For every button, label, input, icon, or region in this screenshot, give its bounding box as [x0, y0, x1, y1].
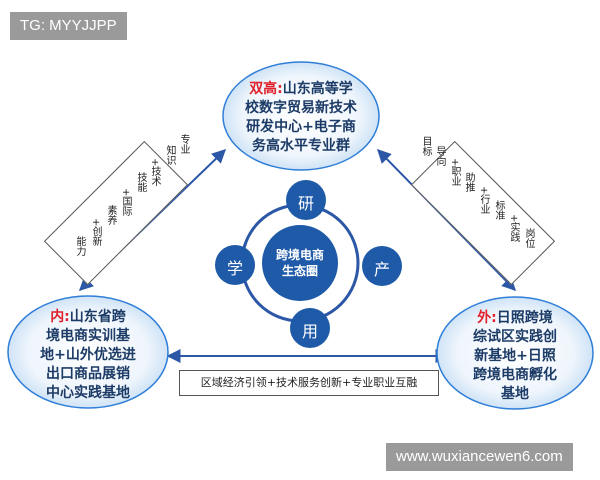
left-node-line: 境电商实训基 — [46, 328, 130, 344]
top-circle — [222, 61, 380, 171]
left-link-col: 素养 — [105, 205, 116, 225]
left-link-col: +技术 — [149, 158, 160, 187]
right-link-col: 目标 — [420, 136, 431, 156]
right-node-line: 基地 — [501, 386, 529, 402]
node-yan — [286, 180, 326, 220]
watermark-top-left: TG: MYYJJPP — [10, 12, 127, 40]
right-node-line: 新基地+日照 — [474, 348, 556, 364]
right-link-col: +行业 — [478, 186, 489, 215]
watermark-bottom-right: www.wuxiancewen6.com — [386, 443, 573, 471]
left-link-col: 能力 — [74, 236, 85, 256]
right-circle — [436, 296, 594, 410]
top-node-line: 山东高等学 — [282, 81, 353, 97]
node-chan-label: 产 — [373, 260, 390, 279]
right-node-text: 外:日照跨境 综试区实践创 新基地+日照 跨境电商孵化 基地 — [446, 309, 584, 404]
left-link-col: 知识 — [164, 145, 175, 165]
node-xue-label: 学 — [226, 259, 243, 278]
left-link-col: 技能 — [135, 172, 146, 192]
node-yan-label: 研 — [297, 194, 314, 213]
top-node-line: 务高水平专业群 — [252, 138, 350, 154]
right-node-tag: 外: — [477, 310, 497, 326]
left-node-line: 山东省跨 — [69, 309, 126, 325]
left-node-line: 中心实践基地 — [46, 385, 130, 401]
node-yong-label: 用 — [301, 322, 318, 341]
top-node-line: 校数字贸易新技术 — [245, 100, 357, 116]
right-link-col: 标准 — [493, 200, 504, 220]
right-node-line: 日照跨境 — [496, 310, 553, 326]
center-line: 生态圈 — [281, 264, 318, 278]
right-link-col: 导向 — [434, 146, 445, 166]
center-title: 跨境电商 生态圈 — [262, 247, 338, 279]
node-yong — [290, 308, 330, 348]
top-node-line: 研发中心+电子商 — [246, 119, 356, 135]
right-link-col: 岗位 — [523, 228, 534, 248]
left-link-col: +国际 — [120, 188, 131, 217]
right-link-col: 助推 — [463, 172, 474, 192]
node-chan — [362, 246, 402, 286]
left-node-line: 地+山外优选进 — [40, 347, 136, 363]
left-node-text: 内:山东省跨 境电商实训基 地+山外优选进 出口商品展销 中心实践基地 — [18, 308, 158, 403]
top-node-tag: 双高: — [249, 81, 283, 97]
node-xue — [215, 245, 255, 285]
left-node-tag: 内: — [50, 309, 70, 325]
left-node-line: 出口商品展销 — [46, 366, 130, 382]
left-link-col: 专业 — [178, 134, 189, 154]
right-link-col: +实践 — [508, 214, 519, 243]
top-node-text: 双高:山东高等学 校数字贸易新技术 研发中心+电子商 务高水平专业群 — [233, 80, 369, 156]
right-node-line: 综试区实践创 — [473, 329, 557, 345]
right-link-col: +职业 — [449, 158, 460, 187]
right-node-line: 跨境电商孵化 — [473, 367, 557, 383]
left-circle — [7, 295, 169, 409]
center-line: 跨境电商 — [275, 248, 324, 262]
bottom-link-box: 区域经济引领+技术服务创新+专业职业互融 — [179, 370, 439, 396]
center-hub — [262, 225, 338, 301]
left-link-col: +创新 — [90, 218, 101, 247]
